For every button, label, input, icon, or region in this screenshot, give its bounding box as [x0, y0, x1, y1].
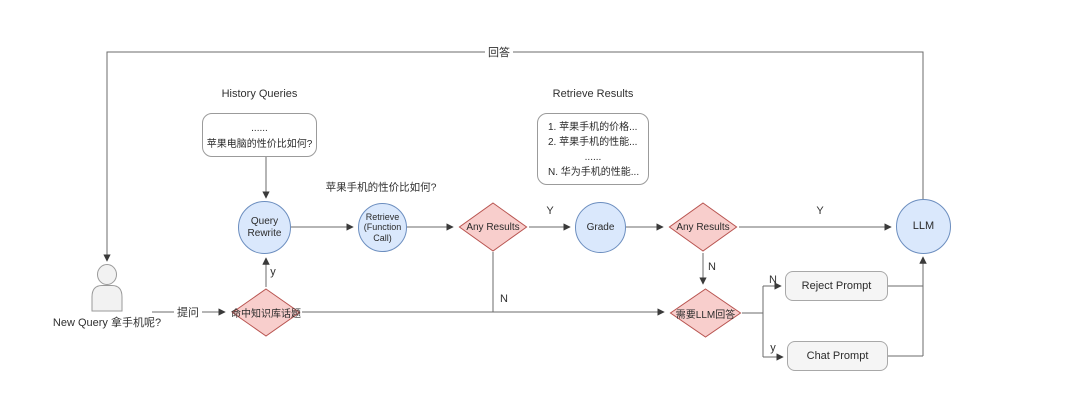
edge-label-answer: 回答	[485, 44, 513, 60]
decision-any-results-1: Any Results	[458, 202, 528, 252]
retrieve-results-box: 1. 苹果手机的价格... 2. 苹果手机的性能... ...... N. 华为…	[537, 113, 649, 185]
decision-any-results-2-label: Any Results	[676, 221, 730, 233]
decision-need-llm-answer: 需要LLM回答	[669, 288, 742, 338]
edge-label-ask: 提问	[174, 304, 202, 320]
edge-label-rewritten-query: 苹果手机的性价比如何?	[325, 181, 437, 194]
edge-label-any2-no: N	[708, 261, 716, 273]
edge-label-hit-yes: y	[270, 266, 276, 278]
connector-answer-loop	[103, 51, 924, 262]
node-reject-prompt: Reject Prompt	[785, 271, 888, 301]
new-query-label: New Query 拿手机呢?	[52, 317, 162, 329]
edge-label-chat-yes: y	[770, 342, 776, 354]
history-queries-box: ...... 苹果电脑的性价比如何?	[202, 113, 317, 157]
node-llm: LLM	[896, 199, 951, 254]
retrieve-result-item: ......	[584, 152, 602, 163]
edge-label-grade-yes: Y	[546, 205, 554, 217]
edge-label-llm-yes: Y	[816, 205, 824, 217]
decision-hit-knowledge-topic-label: 命中知识库话题	[231, 309, 301, 320]
decision-hit-knowledge-topic: 命中知识库话题	[231, 288, 301, 337]
retrieve-results-title: Retrieve Results	[552, 88, 634, 100]
retrieve-result-item: 2. 苹果手机的性能...	[548, 137, 638, 148]
history-query-item: 苹果电脑的性价比如何?	[206, 139, 313, 150]
decision-any-results-2: Any Results	[668, 202, 738, 252]
retrieve-result-item: N. 华为手机的性能...	[548, 167, 640, 178]
history-queries-title: History Queries	[221, 88, 298, 100]
node-grade: Grade	[575, 202, 626, 253]
user-person-icon	[88, 264, 126, 312]
node-retrieve-function-call: Retrieve (Function Call)	[358, 203, 407, 252]
history-query-item: ......	[251, 123, 268, 134]
retrieve-result-item: 1. 苹果手机的价格...	[548, 122, 638, 133]
decision-any-results-1-label: Any Results	[466, 221, 520, 233]
node-query-rewrite: Query Rewrite	[238, 201, 291, 254]
edge-label-no-results: N	[500, 293, 508, 305]
decision-need-llm-answer-label: 需要LLM回答	[675, 309, 736, 321]
edge-label-reject-no: N	[769, 274, 777, 286]
node-chat-prompt: Chat Prompt	[787, 341, 888, 371]
